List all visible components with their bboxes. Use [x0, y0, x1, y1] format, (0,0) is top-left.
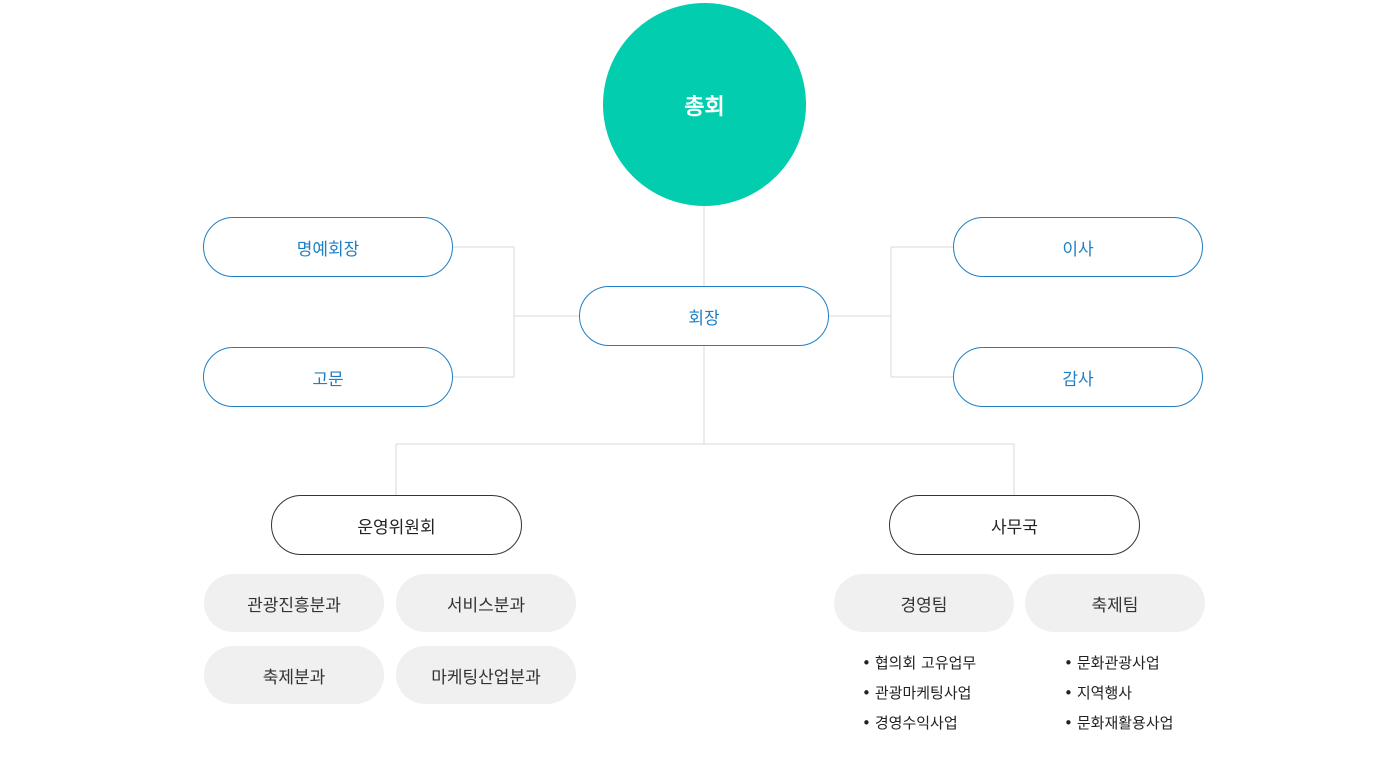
secretariat-node: 사무국	[889, 495, 1140, 555]
duty-item: 문화관광사업	[1064, 648, 1173, 678]
team-management: 경영팀	[834, 574, 1014, 632]
general-assembly-node: 총회	[603, 3, 806, 206]
management-team-duties: 협의회 고유업무 관광마케팅사업 경영수익사업	[862, 648, 976, 738]
team-festival: 축제팀	[1025, 574, 1205, 632]
division-tourism-promotion: 관광진흥분과	[204, 574, 384, 632]
auditor-node: 감사	[953, 347, 1203, 407]
duty-item: 관광마케팅사업	[862, 678, 976, 708]
festival-team-duties: 문화관광사업 지역행사 문화재활용사업	[1064, 648, 1174, 738]
duty-item: 지역행사	[1064, 678, 1173, 708]
division-marketing-industry: 마케팅산업분과	[396, 646, 576, 704]
advisor-node: 고문	[203, 347, 453, 407]
division-service: 서비스분과	[396, 574, 576, 632]
steering-committee-node: 운영위원회	[271, 495, 522, 555]
president-node: 회장	[579, 286, 829, 346]
division-festival: 축제분과	[204, 646, 384, 704]
duty-item: 문화재활용사업	[1064, 708, 1174, 738]
honorary-president-node: 명예회장	[203, 217, 453, 277]
director-node: 이사	[953, 217, 1203, 277]
duty-item: 경영수익사업	[862, 708, 976, 738]
duty-item: 협의회 고유업무	[862, 648, 976, 678]
